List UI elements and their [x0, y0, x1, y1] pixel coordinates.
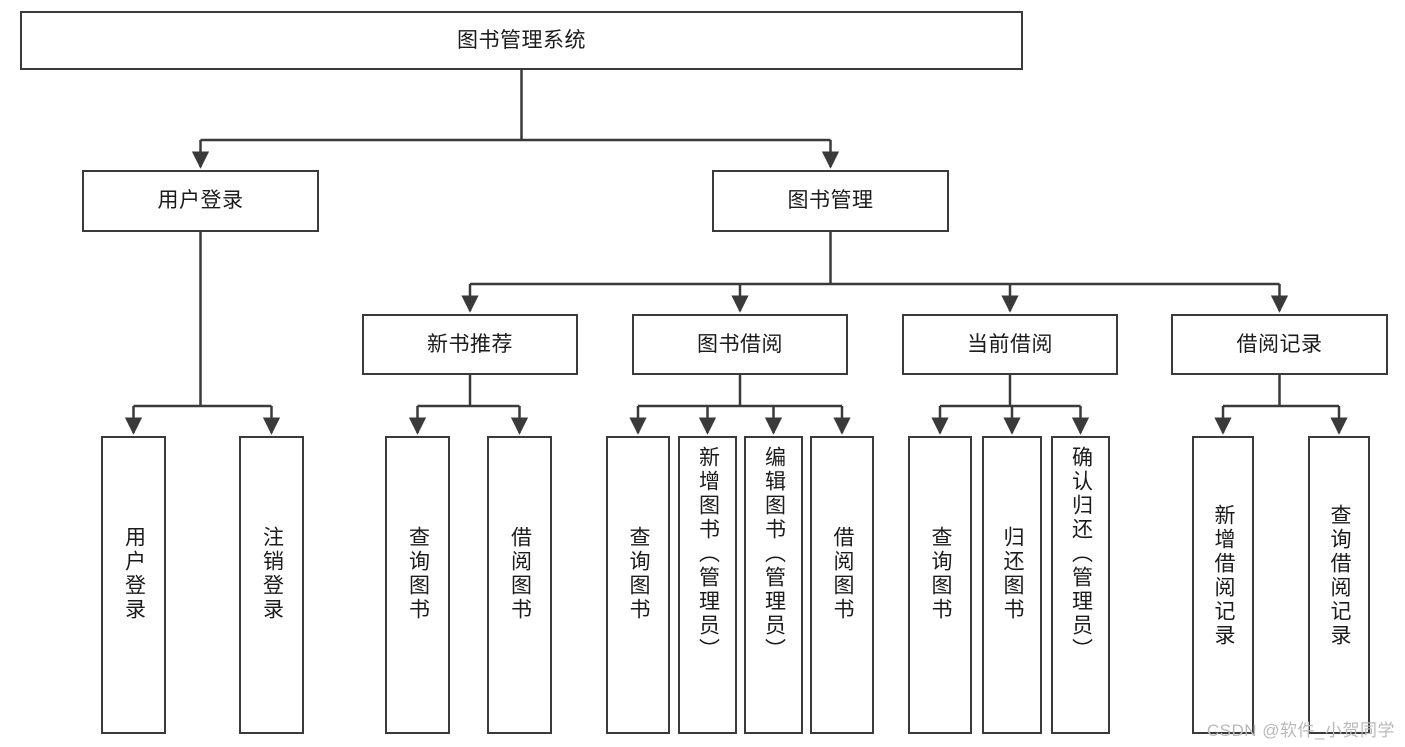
node-leaf-add-record[interactable]: 新增借阅记录: [1192, 436, 1254, 734]
node-label: 当前借阅: [967, 332, 1053, 356]
node-leaf-return-book[interactable]: 归还图书: [982, 436, 1042, 734]
node-new-book-rec[interactable]: 新书推荐: [362, 314, 578, 375]
node-label: 新书推荐: [427, 332, 513, 356]
node-label: 确认归还（管理员）: [1069, 446, 1093, 662]
node-leaf-add-book[interactable]: 新增图书（管理员）: [678, 436, 737, 734]
node-leaf-user-login[interactable]: 用户登录: [101, 436, 166, 734]
node-leaf-edit-book[interactable]: 编辑图书（管理员）: [744, 436, 803, 734]
node-label: 借阅图书: [831, 526, 855, 622]
node-label: 查询借阅记录: [1328, 504, 1352, 648]
node-label: 归还图书: [1001, 526, 1025, 622]
node-label: 注销登录: [260, 526, 284, 622]
node-leaf-query-book-1[interactable]: 查询图书: [385, 436, 450, 734]
node-label: 新增图书（管理员）: [696, 446, 720, 662]
node-label: 用户登录: [157, 189, 244, 213]
node-label: 编辑图书（管理员）: [762, 446, 786, 662]
node-leaf-query-book-2[interactable]: 查询图书: [606, 436, 670, 734]
node-label: 查询图书: [929, 526, 953, 622]
watermark-text: CSDN @软件_小贺同学: [1206, 721, 1395, 740]
node-leaf-borrow-book-1[interactable]: 借阅图书: [487, 436, 552, 734]
node-user-login[interactable]: 用户登录: [82, 170, 319, 232]
node-label: 查询图书: [627, 526, 651, 622]
node-label: 查询图书: [406, 526, 430, 622]
node-leaf-confirm-return[interactable]: 确认归还（管理员）: [1051, 436, 1110, 734]
node-book-borrow[interactable]: 图书借阅: [632, 314, 848, 375]
node-current-borrow[interactable]: 当前借阅: [902, 314, 1118, 375]
node-leaf-query-book-3[interactable]: 查询图书: [908, 436, 972, 734]
node-root[interactable]: 图书管理系统: [20, 11, 1023, 70]
node-label: 借阅图书: [508, 526, 532, 622]
node-label: 图书管理: [787, 189, 874, 213]
node-label: 用户登录: [122, 526, 146, 622]
node-label: 借阅记录: [1236, 332, 1323, 356]
node-leaf-query-record[interactable]: 查询借阅记录: [1308, 436, 1370, 734]
node-label: 图书管理系统: [457, 28, 586, 52]
node-borrow-record[interactable]: 借阅记录: [1171, 314, 1388, 375]
node-leaf-user-logout[interactable]: 注销登录: [239, 436, 304, 734]
node-book-manage[interactable]: 图书管理: [712, 170, 949, 232]
node-leaf-borrow-book-2[interactable]: 借阅图书: [810, 436, 874, 734]
node-label: 图书借阅: [697, 332, 783, 356]
node-label: 新增借阅记录: [1212, 504, 1236, 648]
